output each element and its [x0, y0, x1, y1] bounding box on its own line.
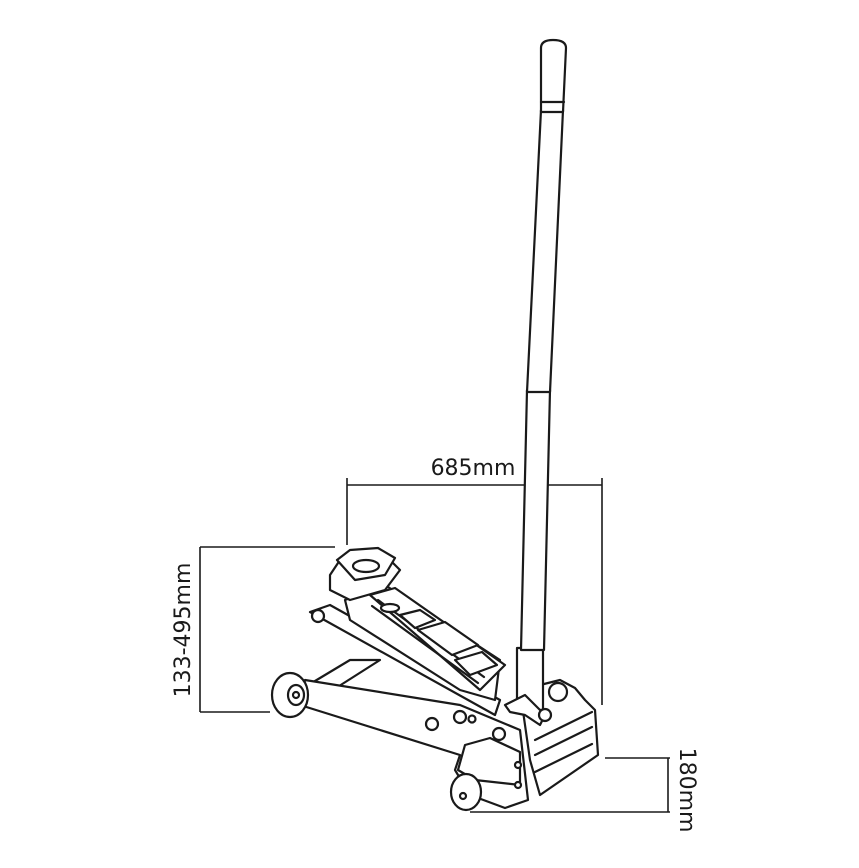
- length-dimension: 685mm: [346, 456, 603, 705]
- gear-icon: [537, 707, 553, 723]
- saddle: [328, 546, 402, 602]
- handle-grip: [539, 38, 568, 114]
- height-dimension: 180mm: [470, 748, 699, 833]
- lift-range-label: 133-495mm: [171, 563, 196, 698]
- handle: [519, 38, 568, 652]
- logo-badge: [379, 602, 401, 614]
- front-wheel: [270, 671, 310, 719]
- cross-bar: [298, 658, 382, 697]
- lift-range-dimension: 133-495mm: [171, 546, 335, 713]
- lift-arm: [308, 583, 507, 717]
- handle-socket: [503, 646, 553, 727]
- height-label: 180mm: [674, 748, 699, 833]
- rear-caster-wheel: [449, 772, 483, 812]
- length-label: 685mm: [431, 456, 516, 481]
